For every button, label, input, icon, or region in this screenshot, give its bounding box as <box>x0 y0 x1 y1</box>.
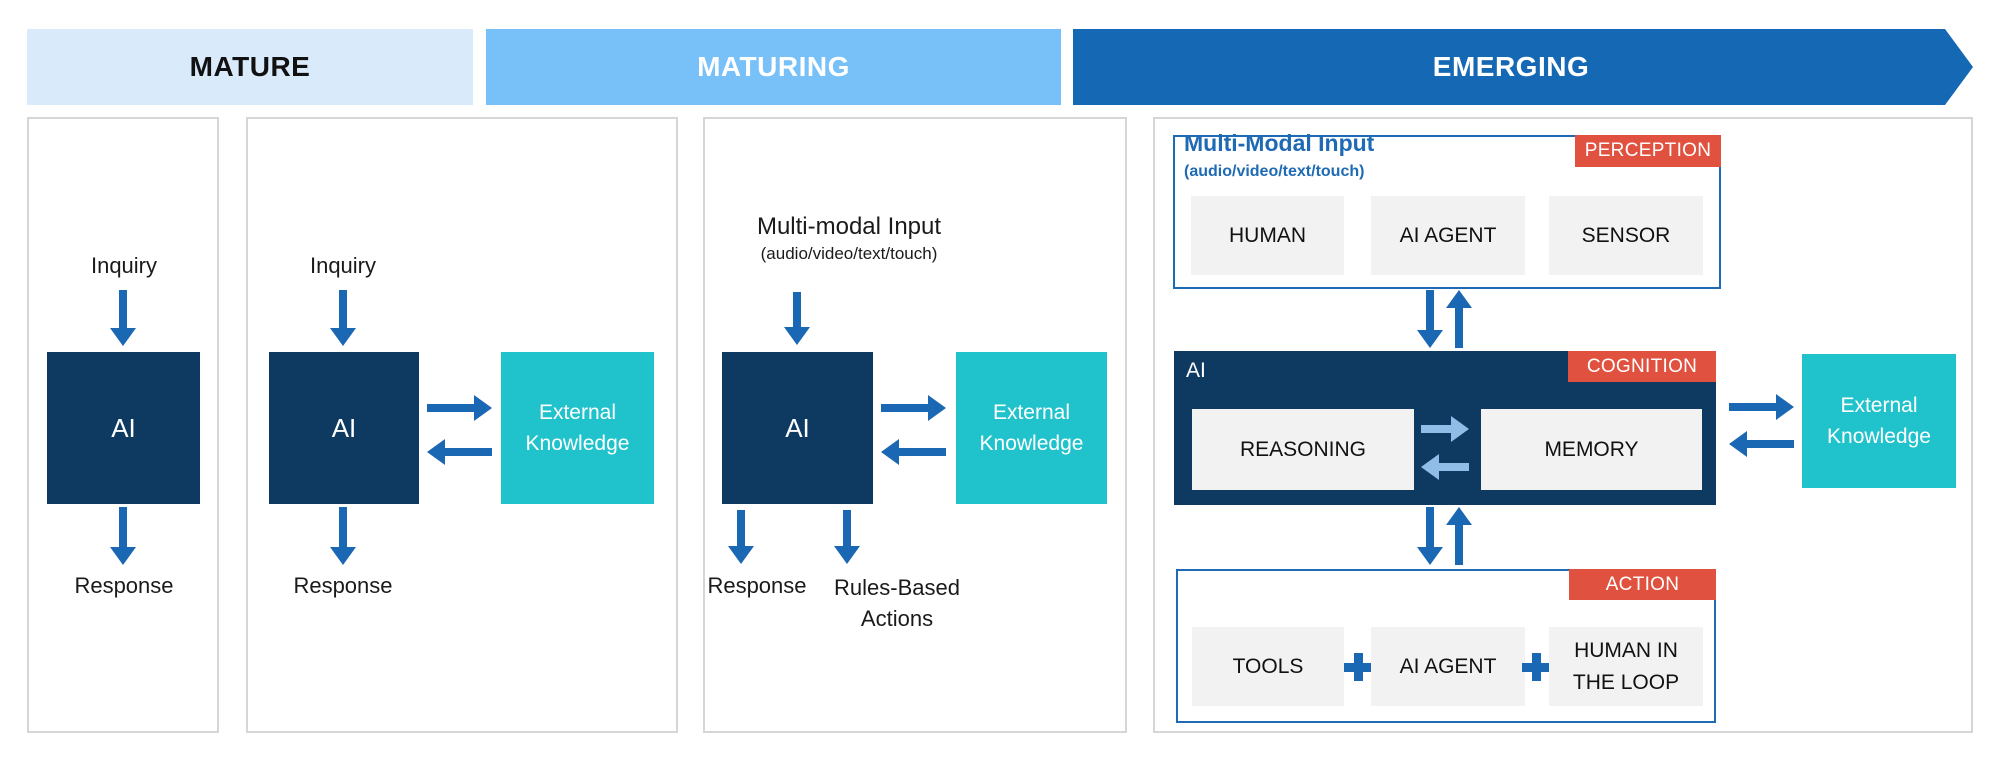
panel-maturing-external-knowledge: Inquiry AI External Knowledge Response <box>246 117 678 733</box>
cognition-item-label: REASONING <box>1239 437 1367 461</box>
external-knowledge-box: External Knowledge <box>501 352 654 504</box>
arrow-right-icon <box>881 395 946 421</box>
arrow-down-icon <box>1417 507 1443 565</box>
input-label: Inquiry <box>90 253 158 278</box>
ai-box: AI <box>269 352 419 504</box>
arrow-left-icon <box>1729 431 1794 457</box>
output-label: Response <box>74 573 174 598</box>
action-tag: ACTION <box>1569 569 1716 600</box>
perception-item-label: AI AGENT <box>1399 223 1497 247</box>
arrow-right-icon <box>1421 416 1469 442</box>
action-item-human-in-the-loop: HUMAN IN THE LOOP <box>1549 627 1703 706</box>
perception-item-ai-agent: AI AGENT <box>1371 196 1525 275</box>
cognition-item-label: MEMORY <box>1544 437 1639 461</box>
ai-box-label: AI <box>331 412 357 443</box>
arrow-down-icon <box>728 510 754 564</box>
perception-item-label: HUMAN <box>1229 223 1306 247</box>
panel-emerging-agentic-ai: Multi-Modal Input (audio/video/text/touc… <box>1153 117 1973 733</box>
external-knowledge-label: External Knowledge <box>979 400 1084 456</box>
arrow-left-icon <box>1421 454 1469 480</box>
cognition-tag: COGNITION <box>1568 351 1716 382</box>
action-item-ai-agent: AI AGENT <box>1371 627 1525 706</box>
external-knowledge-label: External Knowledge <box>525 400 630 456</box>
arrow-down-icon <box>110 507 136 565</box>
perception-item-human: HUMAN <box>1191 196 1344 275</box>
panel-mature-basic-ai: Inquiry AI Response <box>27 117 219 733</box>
secondary-output-label: Rules-Based Actions <box>834 575 960 631</box>
arrow-left-icon <box>881 439 946 465</box>
external-knowledge-label: External Knowledge <box>1827 393 1931 449</box>
arrow-right-icon <box>427 395 492 421</box>
arrow-down-icon <box>110 290 136 346</box>
perception-subtitle: (audio/video/text/touch) <box>1184 163 1365 180</box>
ai-box: AI <box>722 352 873 504</box>
plus-icon <box>1344 653 1372 681</box>
action-item-tools: TOOLS <box>1192 627 1344 706</box>
perception-item-label: SENSOR <box>1581 223 1671 247</box>
arrow-right-icon <box>1729 394 1794 420</box>
panel-maturing-multimodal-ai: Multi-modal Input (audio/video/text/touc… <box>703 117 1127 733</box>
cognition-item-memory: MEMORY <box>1481 409 1702 490</box>
action-item-label: AI AGENT <box>1399 654 1497 678</box>
arrow-left-icon <box>427 439 492 465</box>
input-sublabel: (audio/video/text/touch) <box>760 244 938 263</box>
arrow-up-icon <box>1446 507 1472 565</box>
perception-item-sensor: SENSOR <box>1549 196 1703 275</box>
external-knowledge-box: External Knowledge <box>1802 354 1956 488</box>
output-label: Response <box>707 573 807 598</box>
output-label: Response <box>293 573 393 598</box>
stage-label-mature: MATURE <box>189 51 311 82</box>
stage-label-maturing: MATURING <box>697 51 850 82</box>
stage-band-mature: MATURE <box>27 29 473 105</box>
arrow-down-icon <box>330 290 356 346</box>
arrow-down-icon <box>834 510 860 564</box>
stage-band-emerging: EMERGING <box>1073 29 1973 105</box>
action-item-label: TOOLS <box>1232 654 1304 678</box>
arrow-down-icon <box>330 507 356 565</box>
arrow-up-icon <box>1446 290 1472 348</box>
stage-label-emerging: EMERGING <box>1432 51 1590 82</box>
cognition-item-reasoning: REASONING <box>1192 409 1414 490</box>
input-label: Multi-modal Input <box>756 213 942 240</box>
external-knowledge-box: External Knowledge <box>956 352 1107 504</box>
plus-icon <box>1522 653 1550 681</box>
perception-tag: PERCEPTION <box>1575 135 1721 167</box>
perception-title: Multi-Modal Input <box>1184 130 1375 156</box>
stage-band-maturing: MATURING <box>486 29 1061 105</box>
action-item-label: HUMAN IN THE LOOP <box>1572 639 1680 694</box>
ai-box-label: AI <box>785 412 810 443</box>
ai-box-label: AI <box>111 412 136 443</box>
ai-box: AI <box>47 352 200 504</box>
cognition-ai-label: AI <box>1186 359 1206 382</box>
arrow-down-icon <box>784 292 810 345</box>
arrow-down-icon <box>1417 290 1443 348</box>
input-label: Inquiry <box>309 253 377 278</box>
